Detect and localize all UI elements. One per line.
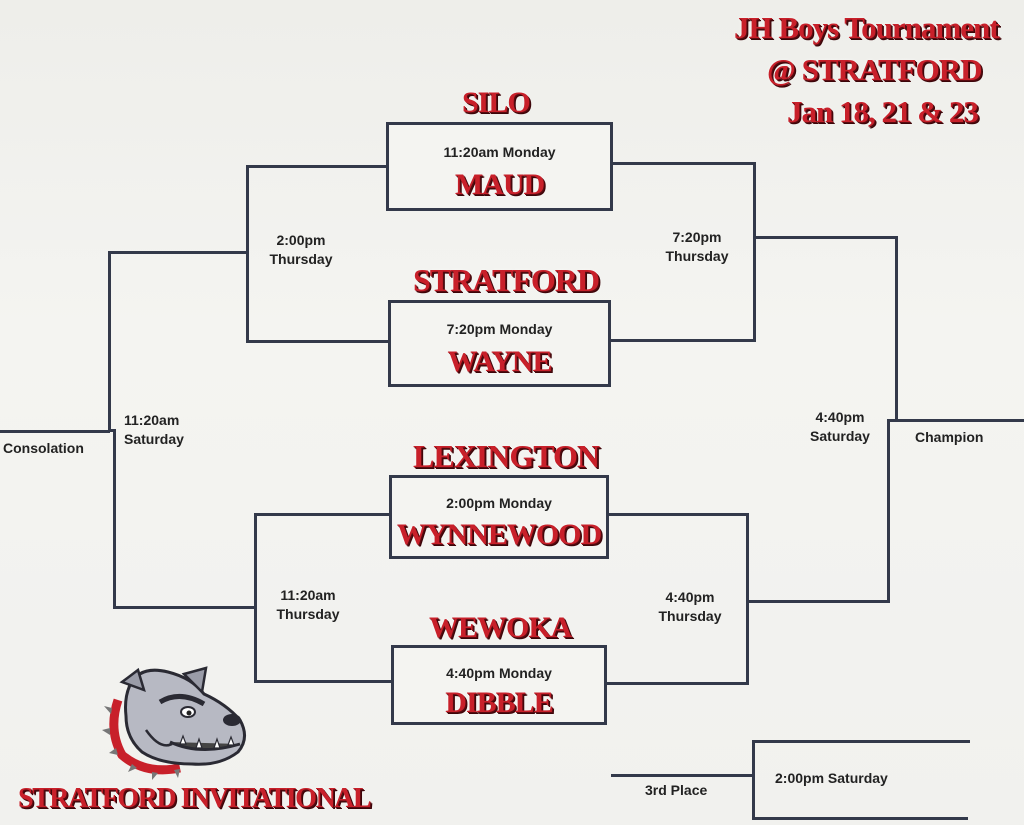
logo [100,660,260,780]
bracket-line [610,162,756,165]
bracket-line [606,513,749,516]
game-3-time: 2:00pm Monday [446,495,552,511]
title-line-2: @ STRATFORD [767,52,982,87]
game-2-box [388,300,611,387]
game-3-box [389,475,609,559]
bracket-line [611,774,754,777]
team-lexington: LEXINGTON [413,438,600,474]
bracket-line [108,251,248,254]
bracket-line [108,251,111,431]
game-1-box [386,122,613,211]
bracket-line [113,431,116,609]
bracket-line [246,340,390,343]
team-wynnewood: WYNNEWOOD [396,518,602,551]
champion-line [896,419,1024,422]
bracket-line [752,740,970,743]
bracket-line [608,339,756,342]
game-4-box [391,645,607,725]
time-text: 4:40pm [815,409,865,425]
consolation-label: Consolation [3,440,84,456]
title-line-3: Jan 18, 21 & 23 [787,94,979,129]
day-text: Saturday [810,428,870,444]
consolation-final-time: 11:20am Saturday [124,411,184,449]
game-1-time: 11:20am Monday [443,144,556,160]
day-text: Saturday [124,431,184,447]
team-maud: MAUD [454,168,545,201]
day-text: Thursday [276,606,340,622]
bracket-line [753,162,756,342]
team-stratford: STRATFORD [413,262,600,298]
day-text: Thursday [665,248,729,264]
logo-text: STRATFORD INVITATIONAL [18,783,372,814]
bracket-line [895,236,898,422]
bracket-line [246,165,249,343]
bracket-line [755,236,898,239]
consolation-semi-top-time: 2:00pm Thursday [258,231,344,269]
time-text: 4:40pm [665,589,715,605]
bracket-line [752,740,755,820]
day-text: Thursday [269,251,333,267]
bracket-line [108,429,116,432]
winner-semi-top-time: 7:20pm Thursday [654,228,740,266]
team-wayne: WAYNE [447,345,553,378]
bracket-line [746,513,749,685]
consolation-line [0,430,110,433]
bracket-line [887,420,890,603]
game-2-time: 7:20pm Monday [446,321,553,337]
consolation-semi-bottom-time: 11:20am Thursday [263,586,353,624]
team-silo: SILO [462,86,531,119]
championship-time: 4:40pm Saturday [797,408,883,446]
game-4-time: 4:40pm Monday [446,665,552,681]
bracket-line [752,817,968,820]
team-dibble: DIBBLE [445,686,553,719]
bracket-line [116,606,256,609]
bracket-line [604,682,749,685]
champion-label: Champion [915,429,984,445]
bracket-line [254,513,390,516]
third-place-time: 2:00pm Saturday [775,770,888,786]
time-text: 11:20am [124,412,180,428]
bulldog-icon [102,666,246,780]
bracket-line [887,419,898,422]
time-text: 2:00pm [276,232,326,248]
team-wewoka: WEWOKA [429,611,572,644]
bracket-line [748,600,890,603]
third-place-label: 3rd Place [645,782,708,798]
bracket-line [254,513,257,683]
time-text: 11:20am [280,587,336,603]
title-line-1: JH Boys Tournament [734,10,1000,45]
day-text: Thursday [658,608,722,624]
winner-semi-bottom-time: 4:40pm Thursday [647,588,733,626]
time-text: 7:20pm [672,229,722,245]
bracket-line [254,680,392,683]
bracket-line [246,165,388,168]
